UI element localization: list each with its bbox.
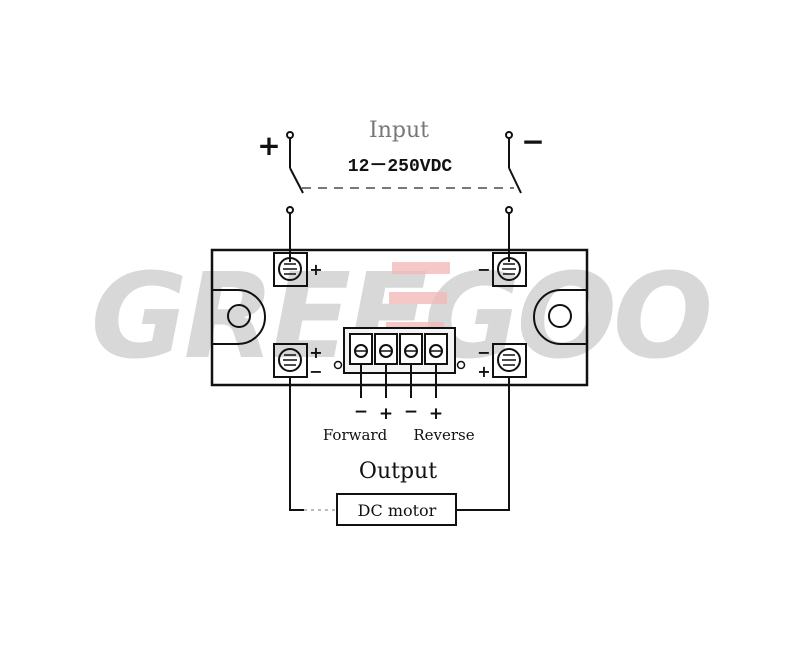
terminal-bottom-right-sign-bottom: + <box>477 362 490 381</box>
input-voltage-label: 12－250VDC <box>348 157 453 177</box>
control-pin-2-sign: + <box>379 404 393 424</box>
relay-module-body <box>210 248 589 387</box>
terminal-bottom-left-sign-top: + <box>309 343 322 362</box>
forward-label: Forward <box>323 426 388 444</box>
dc-motor-label: DC motor <box>358 501 437 520</box>
control-pin-leads <box>360 364 437 398</box>
input-plus-sign: + <box>257 129 280 162</box>
control-pin-3-sign: − <box>404 402 418 422</box>
terminal-top-right <box>492 252 527 287</box>
terminal-bottom-left <box>273 343 308 378</box>
terminal-bottom-right-sign-top: − <box>477 343 490 362</box>
output-label: Output <box>359 459 437 484</box>
control-pin-1-sign: − <box>354 402 368 422</box>
input-minus-sign: − <box>521 125 544 158</box>
terminal-bottom-left-sign-bottom: − <box>309 362 322 381</box>
connector-right-dot <box>456 360 466 370</box>
left-mounting-hole <box>212 289 266 345</box>
input-label: Input <box>369 118 429 143</box>
reverse-label: Reverse <box>413 426 474 444</box>
terminal-top-left-sign: + <box>309 260 322 279</box>
left-input-switch <box>286 131 304 262</box>
watermark-accent-bar-1 <box>392 262 450 274</box>
terminal-top-right-sign: − <box>477 260 490 279</box>
dc-motor-box <box>336 493 457 526</box>
right-mounting-hole <box>533 289 587 345</box>
right-input-switch <box>505 131 522 262</box>
control-pin-4-sign: + <box>429 404 443 424</box>
terminal-top-left <box>273 252 308 287</box>
output-wiring <box>289 377 510 511</box>
connector-left-dot <box>333 360 343 370</box>
watermark-accent-bar-2 <box>389 292 447 304</box>
